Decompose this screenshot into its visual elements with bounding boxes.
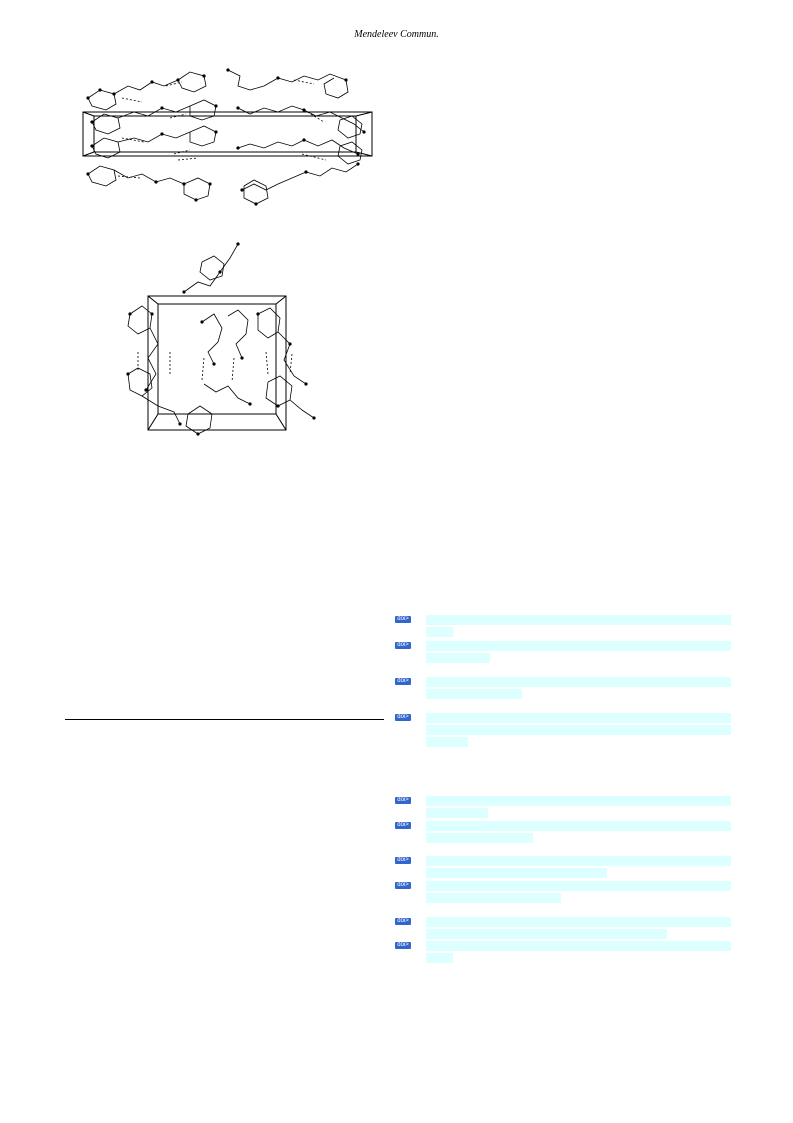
reference-link-highlight[interactable] (426, 725, 731, 735)
crystal-packing-figure-top (82, 68, 373, 206)
reference-link-highlight[interactable] (426, 808, 488, 818)
doi-link-icon[interactable]: doi> (395, 678, 411, 685)
reference-link-highlight[interactable] (426, 953, 453, 963)
reference-link-highlight[interactable] (426, 833, 533, 843)
reference-link-highlight[interactable] (426, 917, 731, 927)
doi-link-icon[interactable]: doi> (395, 918, 411, 925)
doi-link-icon[interactable]: doi> (395, 822, 411, 829)
doi-link-icon[interactable]: doi> (395, 642, 411, 649)
reference-link-highlight[interactable] (426, 641, 731, 651)
crystal-packing-figure-bottom (126, 242, 316, 436)
reference-link-highlight[interactable] (426, 893, 561, 903)
reference-link-highlight[interactable] (426, 856, 731, 866)
reference-link-highlight[interactable] (426, 929, 667, 939)
reference-link-highlight[interactable] (426, 821, 731, 831)
doi-link-icon[interactable]: doi> (395, 882, 411, 889)
reference-link-highlight[interactable] (426, 677, 731, 687)
reference-link-highlight[interactable] (426, 941, 731, 951)
reference-link-highlight[interactable] (426, 653, 490, 663)
reference-link-highlight[interactable] (426, 627, 453, 637)
reference-link-highlight[interactable] (426, 689, 522, 699)
running-header: Mendeleev Commun. (354, 29, 439, 40)
reference-link-highlight[interactable] (426, 737, 468, 747)
footnote-divider (65, 719, 384, 720)
doi-link-icon[interactable]: doi> (395, 857, 411, 864)
reference-link-highlight[interactable] (426, 881, 731, 891)
doi-link-icon[interactable]: doi> (395, 714, 411, 721)
doi-link-icon[interactable]: doi> (395, 616, 411, 623)
reference-link-highlight[interactable] (426, 868, 607, 878)
reference-link-highlight[interactable] (426, 796, 731, 806)
doi-link-icon[interactable]: doi> (395, 942, 411, 949)
reference-link-highlight[interactable] (426, 615, 731, 625)
doi-link-icon[interactable]: doi> (395, 797, 411, 804)
reference-link-highlight[interactable] (426, 713, 731, 723)
